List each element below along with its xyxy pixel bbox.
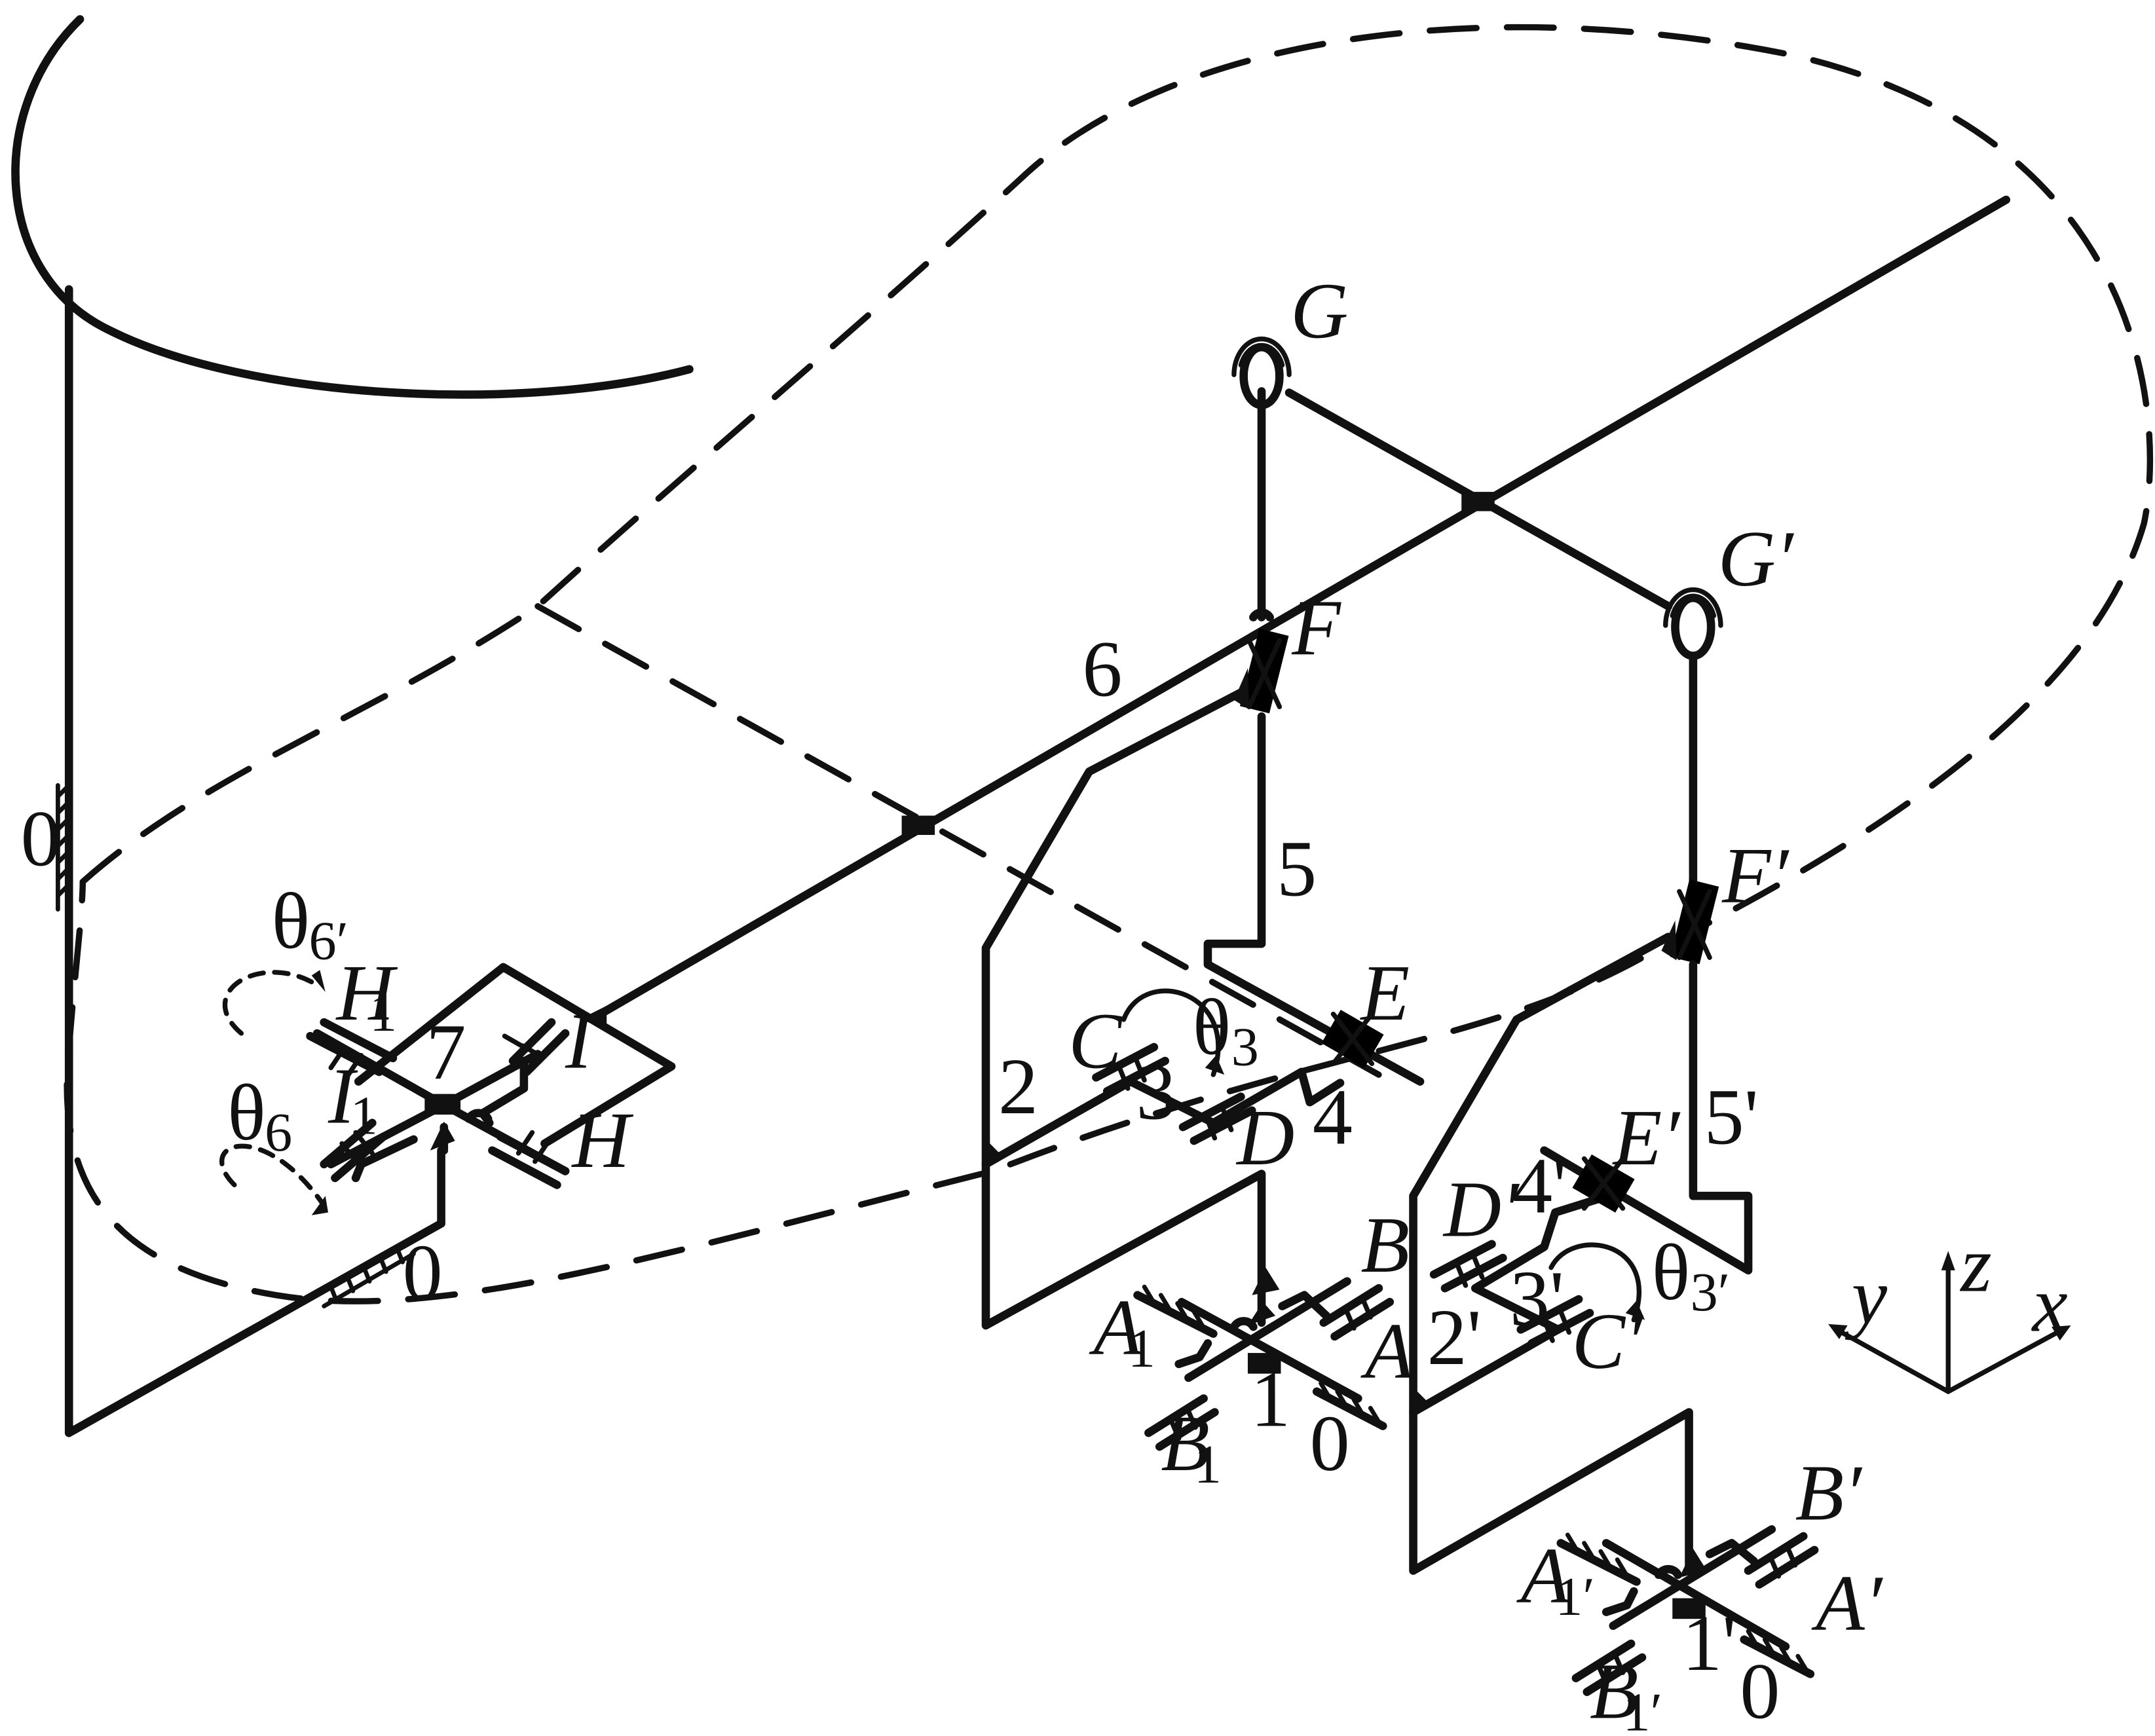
label-F-prime: F′: [1721, 832, 1790, 920]
label-theta6-prime-sub: 6′: [309, 910, 349, 971]
label-I1: I: [328, 1052, 358, 1141]
label-link-5: 5: [1277, 825, 1317, 914]
workspace-outline: [64, 24, 2154, 1304]
joint-H1: [306, 1018, 398, 1079]
leg-2p-and-3p-and-5p: [1409, 587, 1753, 1578]
label-link-0-base-left: 0: [403, 1228, 443, 1317]
label-link-2-prime: 2': [1427, 1293, 1482, 1382]
label-G-prime: G′: [1718, 515, 1795, 603]
label-link-0-base-right: 0: [1740, 1648, 1780, 1736]
base-link-1: [1174, 1277, 1362, 1403]
label-A1-prime-sub: 1′: [1555, 1566, 1595, 1627]
joint-A-prime: [1740, 1629, 1815, 1678]
theta6-arrows: [219, 970, 328, 1215]
joint-A1: [1133, 1284, 1218, 1338]
coordinate-axes: [1828, 1251, 2071, 1394]
label-link-5-prime: 5': [1704, 1073, 1759, 1161]
label-I: I: [565, 997, 595, 1086]
ground-frame: [11, 15, 694, 1437]
joint-I: [502, 1018, 570, 1077]
label-link-0-base-mid: 0: [1310, 1399, 1350, 1488]
label-B1-prime: B: [1590, 1648, 1639, 1736]
label-link-1-prime: 1': [1682, 1599, 1736, 1688]
label-link-0-wall: 0: [21, 794, 61, 883]
label-link-3: 3: [1136, 1048, 1176, 1136]
label-B1-sub: 1: [1194, 1434, 1222, 1495]
label-axis-y: y: [1845, 1252, 1888, 1340]
label-theta3-prime: θ: [1652, 1228, 1690, 1317]
joint-E: [1321, 1009, 1384, 1068]
label-theta3: θ: [1193, 984, 1231, 1072]
label-A-prime: A′: [1811, 1559, 1884, 1648]
label-A1: A: [1089, 1284, 1142, 1372]
label-link-4: 4: [1313, 1073, 1353, 1161]
label-H1: H: [335, 949, 398, 1037]
label-B: B: [1361, 1201, 1410, 1289]
label-H: H: [571, 1096, 634, 1185]
label-theta6-prime: θ: [272, 877, 310, 966]
label-D-prime: D′: [1442, 1165, 1520, 1253]
label-C: C: [1068, 997, 1123, 1086]
joint-C: [1092, 1043, 1169, 1096]
label-A1-prime: A: [1516, 1532, 1570, 1620]
label-theta3-sub: 3: [1231, 1016, 1259, 1077]
label-link-2: 2: [998, 1043, 1038, 1131]
leg-2-and-3-and-5: [981, 336, 1425, 1330]
label-D: D: [1235, 1094, 1294, 1182]
label-E-prime: E′: [1612, 1094, 1681, 1182]
theta3-prime-arrow: [1548, 1242, 1645, 1323]
joint-B: [1319, 1284, 1395, 1341]
joint-I1: [320, 1118, 388, 1183]
joint-D: [1178, 1092, 1256, 1145]
joint-B1: [1144, 1394, 1219, 1451]
label-E: E: [1360, 949, 1410, 1037]
label-link-3-prime: 3': [1510, 1255, 1564, 1343]
label-link-1: 1: [1250, 1356, 1290, 1444]
label-I1-sub: 1: [350, 1086, 378, 1147]
label-link-7: 7: [426, 1008, 466, 1096]
joint-H: [488, 1130, 570, 1189]
joint-A: [1312, 1381, 1387, 1430]
label-B1-prime-sub: 1′: [1622, 1682, 1662, 1736]
joint-A1-prime: [1556, 1532, 1641, 1586]
label-G: G: [1290, 267, 1348, 355]
label-H1-sub: 1: [369, 982, 397, 1043]
label-C-prime: C′: [1572, 1297, 1644, 1386]
joint-E-prime: [1572, 1154, 1635, 1213]
joint-B-prime: [1744, 1532, 1819, 1589]
label-theta6: θ: [227, 1069, 265, 1157]
theta3-arrow: [1121, 988, 1225, 1077]
label-axis-z: z: [1959, 1220, 1992, 1308]
joint-D-prime: [1429, 1240, 1507, 1293]
label-B1: B: [1161, 1399, 1210, 1488]
label-link-4-prime: 4': [1512, 1142, 1567, 1230]
joint-B1-prime: [1571, 1639, 1647, 1696]
label-axis-x: x: [2031, 1260, 2068, 1348]
label-theta3-prime-sub: 3′: [1691, 1262, 1731, 1323]
label-F: F: [1291, 583, 1341, 672]
base-link-1-prime: [1602, 1525, 1790, 1651]
label-A1-sub: 1: [1128, 1318, 1155, 1379]
moving-platform: [591, 195, 2010, 1022]
wall-hatching: [56, 783, 71, 912]
label-A: A: [1360, 1307, 1414, 1395]
joint-C-prime: [1516, 1295, 1594, 1348]
label-theta6-sub: 6: [265, 1102, 292, 1163]
label-link-6: 6: [1082, 625, 1122, 714]
label-B-prime: B′: [1795, 1449, 1864, 1538]
